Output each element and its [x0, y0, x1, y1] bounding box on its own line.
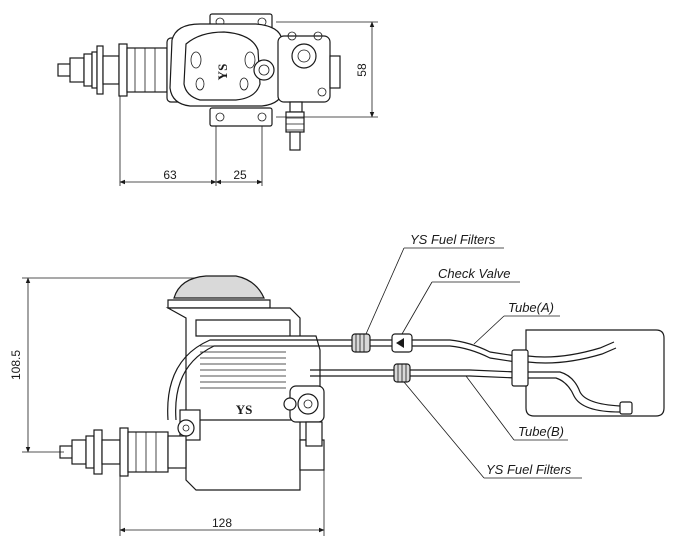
- callouts: YS Fuel Filters Check Valve Tube(A) Tube…: [365, 232, 582, 479]
- top-carburetor: [253, 31, 341, 151]
- dim-63: 63: [163, 168, 177, 182]
- side-prop-shaft: [59, 427, 187, 477]
- top-prop-shaft: [57, 43, 168, 97]
- label-fuel-filters-bottom: YS Fuel Filters: [486, 462, 572, 477]
- side-dimensions: 108.5 128: [9, 277, 325, 536]
- label-tube-a: Tube(A): [508, 300, 554, 315]
- top-view: YS 63 25: [57, 13, 378, 186]
- label-check-valve: Check Valve: [438, 266, 511, 281]
- top-logo: YS: [215, 64, 230, 81]
- side-filters: [351, 333, 517, 383]
- label-fuel-filters-top: YS Fuel Filters: [410, 232, 496, 247]
- top-dimensions: 63 25 58: [119, 21, 378, 186]
- side-head-cover: [167, 275, 271, 309]
- side-carburetor: [283, 385, 325, 447]
- label-tube-b: Tube(B): [518, 424, 564, 439]
- dim-25: 25: [233, 168, 247, 182]
- side-fuel-line: [167, 339, 394, 421]
- side-crankcase: [177, 409, 325, 491]
- dim-58: 58: [355, 63, 369, 77]
- side-logo: YS: [236, 402, 253, 417]
- side-view: YS: [9, 275, 665, 536]
- dim-128: 128: [212, 516, 232, 530]
- top-head-cover: YS: [169, 23, 285, 107]
- dim-108-5: 108.5: [9, 350, 23, 380]
- fuel-tank: [511, 329, 665, 417]
